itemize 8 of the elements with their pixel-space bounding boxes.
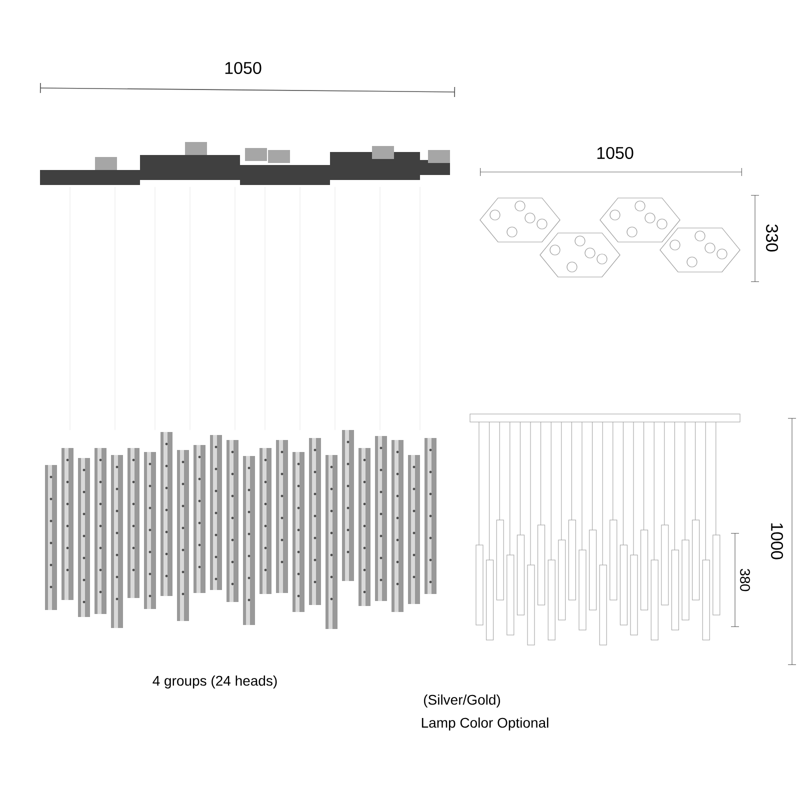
dimension-label: 1000 (770, 523, 784, 560)
dimension-label: 1050 (225, 62, 262, 74)
caption-text: (Silver/Gold) (424, 694, 500, 708)
dimension-label: 330 (766, 224, 778, 252)
dimension-label: 380 (740, 568, 750, 592)
caption-text: 4 groups (24 heads) (152, 675, 277, 689)
caption-text: Lamp Color Optional (422, 717, 548, 731)
dimension-label: 1050 (597, 146, 634, 160)
